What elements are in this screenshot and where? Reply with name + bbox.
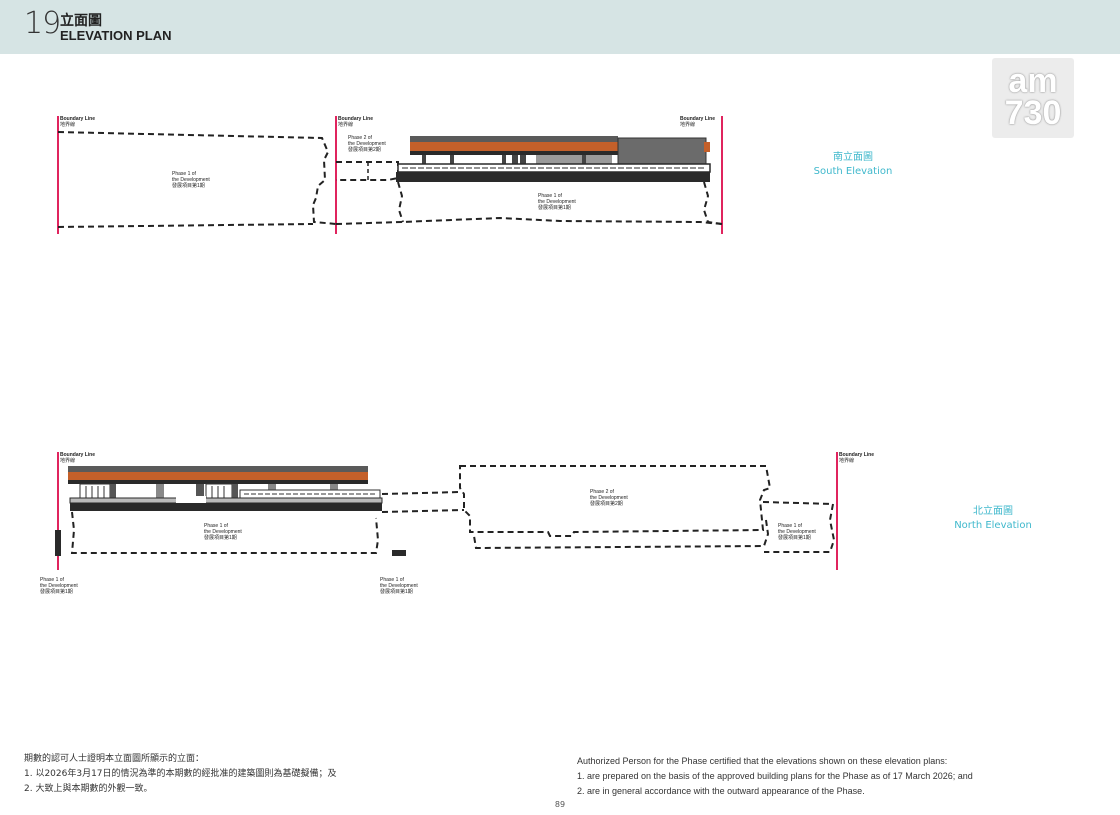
south-elevation-label-en: South Elevation (813, 166, 893, 177)
watermark-logo: am 730 (992, 58, 1074, 138)
north-building-podium (70, 503, 382, 511)
section-title-en: ELEVATION PLAN (60, 28, 172, 43)
south-elevation-drawing (57, 116, 723, 234)
south-phase2-outline (336, 161, 399, 181)
notes-en-intro: Authorized Person for the Phase certifie… (577, 756, 948, 766)
north-phase1-center-outline (70, 511, 380, 554)
notes-zh-item-1: 1. 以2026年3月17日的情況為準的本期數的經批准的建築圖則為基礎擬備；及 (24, 769, 337, 779)
watermark-line1: am (1008, 62, 1058, 100)
north-phase2-outline (459, 465, 772, 537)
section-number: 19 (24, 6, 61, 41)
notes-zh: 期數的認可人士證明本立面圖所顯示的立面： 1. 以2026年3月17日的情況為準… (24, 752, 544, 797)
north-elevation-drawing (55, 452, 838, 570)
notes-zh-item-2: 2. 大致上與本期數的外觀一致。 (24, 784, 153, 794)
north-elevation-label-en: North Elevation (954, 520, 1032, 531)
south-elevation-label-zh: 南立面圖 (833, 152, 873, 163)
north-elevation-label: 北立面圖 North Elevation (940, 505, 1046, 533)
south-building-roof (410, 142, 618, 151)
south-elevation-label: 南立面圖 South Elevation (800, 151, 906, 179)
north-phase1-right-outline (473, 519, 770, 550)
south-building-roof-top (410, 136, 618, 142)
north-building-roof-top (68, 466, 368, 472)
section-header: 19 立面圖 ELEVATION PLAN (0, 0, 1120, 54)
section-title-zh: 立面圖 (60, 13, 102, 29)
notes-en: Authorized Person for the Phase certifie… (577, 754, 1097, 799)
notes-en-item-2: 2. are in general accordance with the ou… (577, 786, 865, 796)
page-number: 89 (554, 800, 566, 809)
notes-zh-intro: 期數的認可人士證明本立面圖所顯示的立面： (24, 754, 205, 764)
south-phase1-right-outline (335, 216, 723, 225)
south-building-podium (396, 172, 710, 182)
south-phase1-left-outline (57, 131, 337, 225)
notes-en-item-1: 1. are prepared on the basis of the appr… (577, 771, 973, 781)
watermark-line2: 730 (1004, 94, 1062, 132)
north-building-roof (68, 472, 368, 480)
north-elevation-label-zh: 北立面圖 (973, 506, 1013, 517)
